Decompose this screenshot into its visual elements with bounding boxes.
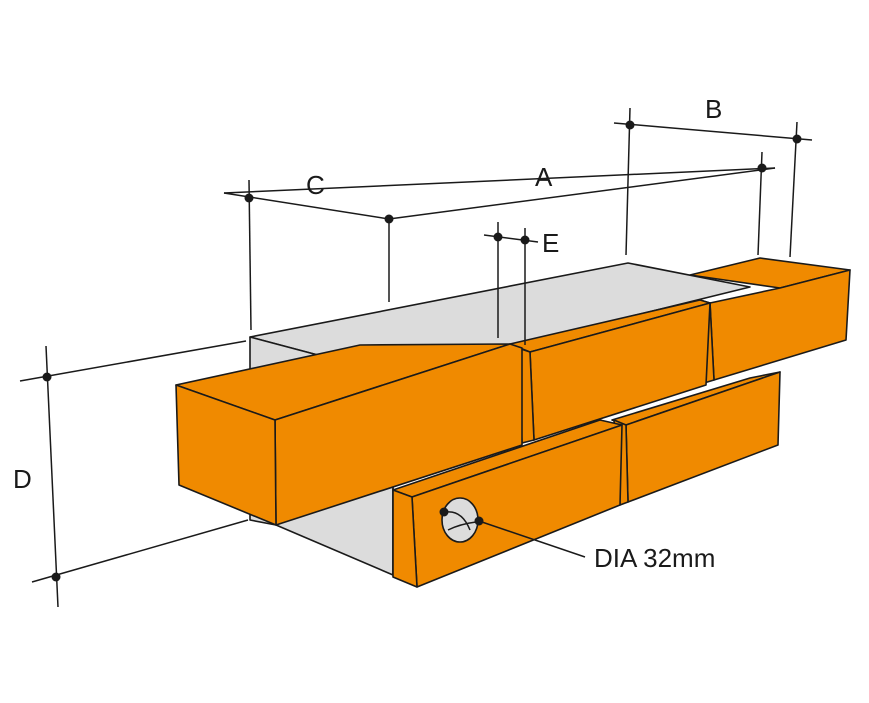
label-d: D [13,464,32,494]
label-hole-diameter: DIA 32mm [594,543,715,573]
label-b: B [705,94,722,124]
brick-bottom-front [392,419,623,588]
brick-top-left [175,343,523,526]
weep-hole-icon [441,497,479,543]
brick-top-right [689,257,851,384]
label-c: C [306,170,325,200]
label-e: E [542,228,559,258]
dimension-dots [42,120,802,582]
dimension-lines [19,107,813,608]
label-a: A [535,162,553,192]
